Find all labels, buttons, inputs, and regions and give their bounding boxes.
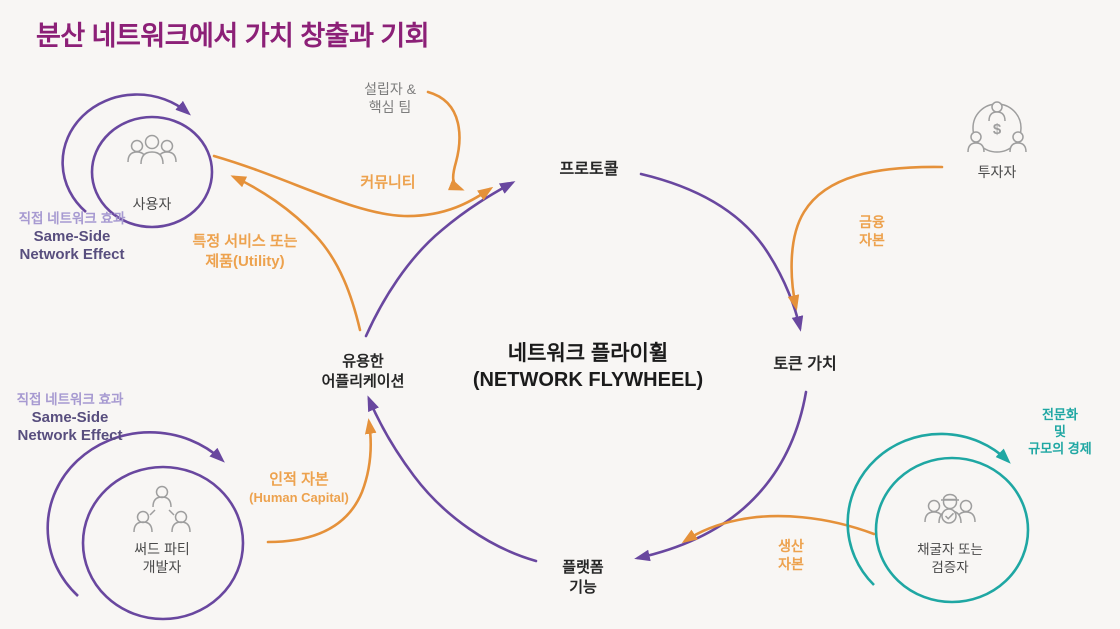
miners-loop-ring [874,456,1030,604]
users-loop-arrow [61,93,191,213]
miners-loop-arrow [846,432,1011,586]
same-side-bottom-en2: Network Effect [17,427,123,445]
arrow-platform-to-app [367,395,538,563]
same-side-effect-top: 직접 네트워크 효과 Same-Side Network Effect [19,210,126,265]
node-protocol-label: 프로토콜 [559,161,619,178]
dollar-glyph: $ [993,121,1002,138]
utility-line1: 특정 서비스 또는 [192,233,298,250]
production-line1: 생산 [778,538,804,554]
arrow-community [212,154,494,218]
arrow-protocol-to-token [639,172,804,332]
arrow-app-to-protocol [364,181,516,338]
same-side-top-en1: Same-Side [33,227,111,245]
same-side-top-en2: Network Effect [19,246,125,264]
founders-line1: 설립자 & [364,81,416,97]
miners-line2: 검증자 [931,559,969,575]
page-title: 분산 네트워크에서 가치 창출과 기회 [36,21,430,51]
node-token-value-label: 토큰 가치 [773,356,837,373]
production-line2: 자본 [778,556,804,573]
same-side-bottom-kr: 직접 네트워크 효과 [16,392,124,407]
platform-line1: 플랫폼 [562,559,604,576]
same-side-top-kr: 직접 네트워크 효과 [18,211,126,226]
application-line1: 유용한 [342,353,384,370]
arrow-founders [426,90,465,191]
platform-line2: 기능 [569,578,597,596]
same-side-effect-bottom: 직접 네트워크 효과 Same-Side Network Effect [17,391,124,446]
developers-loop-arrow [46,431,225,597]
arrow-utility [230,175,362,332]
edge-financial-label: 금융 자본 [859,213,885,249]
same-side-bottom-en1: Same-Side [31,408,109,426]
edge-production-label: 생산 자본 [778,537,804,573]
node-investors-label: 투자자 [977,164,1017,180]
arrow-token-to-platform [634,390,808,562]
flywheel-title-line1: 네트워크 플라이휠 [507,342,669,365]
miners-validators-icon [924,493,976,524]
specialization-line1: 전문화 [1042,407,1078,422]
users-loop-ring [90,115,214,229]
developers-line1: 써드 파티 [134,541,190,557]
flywheel-title: 네트워크 플라이휠 (NETWORK FLYWHEEL) [473,340,703,393]
flywheel-title-line2: (NETWORK FLYWHEEL) [472,369,704,392]
node-miners-label: 채굴자 또는 검증자 [917,541,983,576]
specialization-label: 전문화 및 규모의 경제 [1028,407,1091,458]
utility-line2: 제품(Utility) [205,252,285,270]
developers-line2: 개발자 [142,559,182,576]
edge-human-capital-label: 인적 자본 (Human Capital) [249,470,349,506]
human-capital-line2: (Human Capital) [249,489,349,505]
edge-community-label: 커뮤니티 [360,174,416,191]
arrow-financial-capital [787,165,944,311]
node-application-label: 유용한 어플리케이션 [322,352,405,391]
investors-dollar-icon: $ [967,101,1027,153]
edge-utility-label: 특정 서비스 또는 제품(Utility) [193,232,298,271]
arrow-production-capital [681,514,876,544]
founders-line2: 핵심 팀 [368,99,412,116]
arrow-human-capital [266,418,377,544]
node-platform-label: 플랫폼 기능 [562,558,603,597]
network-people-icon [133,485,191,533]
application-line2: 어플리케이션 [321,372,405,390]
users-group-icon [127,134,177,165]
developers-loop-ring [81,465,245,621]
specialization-line2: 및 [1054,423,1066,439]
financial-line2: 자본 [859,232,885,249]
specialization-line3: 규모의 경제 [1028,440,1092,456]
human-capital-line1: 인적 자본 [269,471,329,488]
financial-line1: 금융 [859,214,885,230]
node-users-label: 사용자 [132,196,172,212]
miners-line1: 채굴자 또는 [917,542,983,557]
node-developers-label: 써드 파티 개발자 [134,540,189,576]
node-founders-label: 설립자 & 핵심 팀 [364,80,416,116]
